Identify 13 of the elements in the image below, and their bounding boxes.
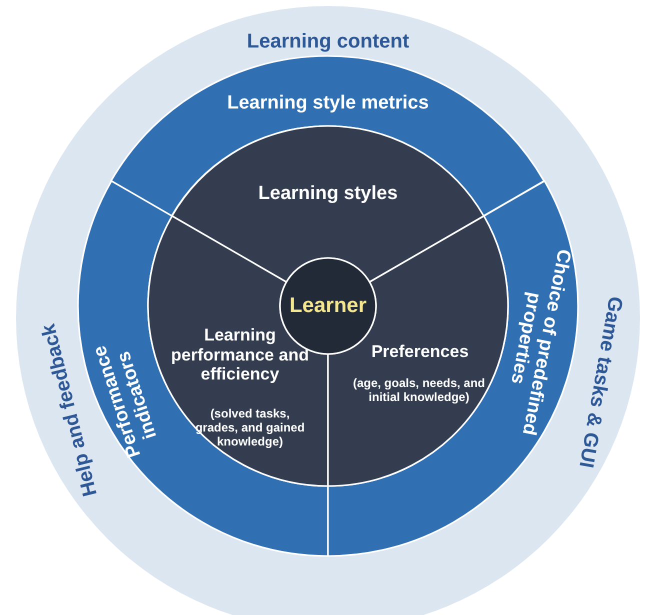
inner-sector xyxy=(172,126,484,282)
sector-description: (age, goals, needs, and initial knowledge) xyxy=(352,377,486,405)
center-label: Learner xyxy=(288,294,368,318)
sector-heading: Learning performance and efficiency xyxy=(170,326,310,384)
ring-segment xyxy=(111,56,544,216)
outer-ring xyxy=(16,6,640,615)
sector-heading: Learning styles xyxy=(257,183,399,205)
sector-description: (solved tasks, grades, and gained knowledge) xyxy=(194,407,306,449)
segment-label: Learning style metrics xyxy=(226,94,430,114)
sector-heading: Preferences xyxy=(370,342,470,362)
ring-label: Game tasks & GUI xyxy=(574,294,628,472)
ring-label: Learning content xyxy=(246,30,410,54)
segment-label: Choice of predefined properties xyxy=(506,246,576,439)
